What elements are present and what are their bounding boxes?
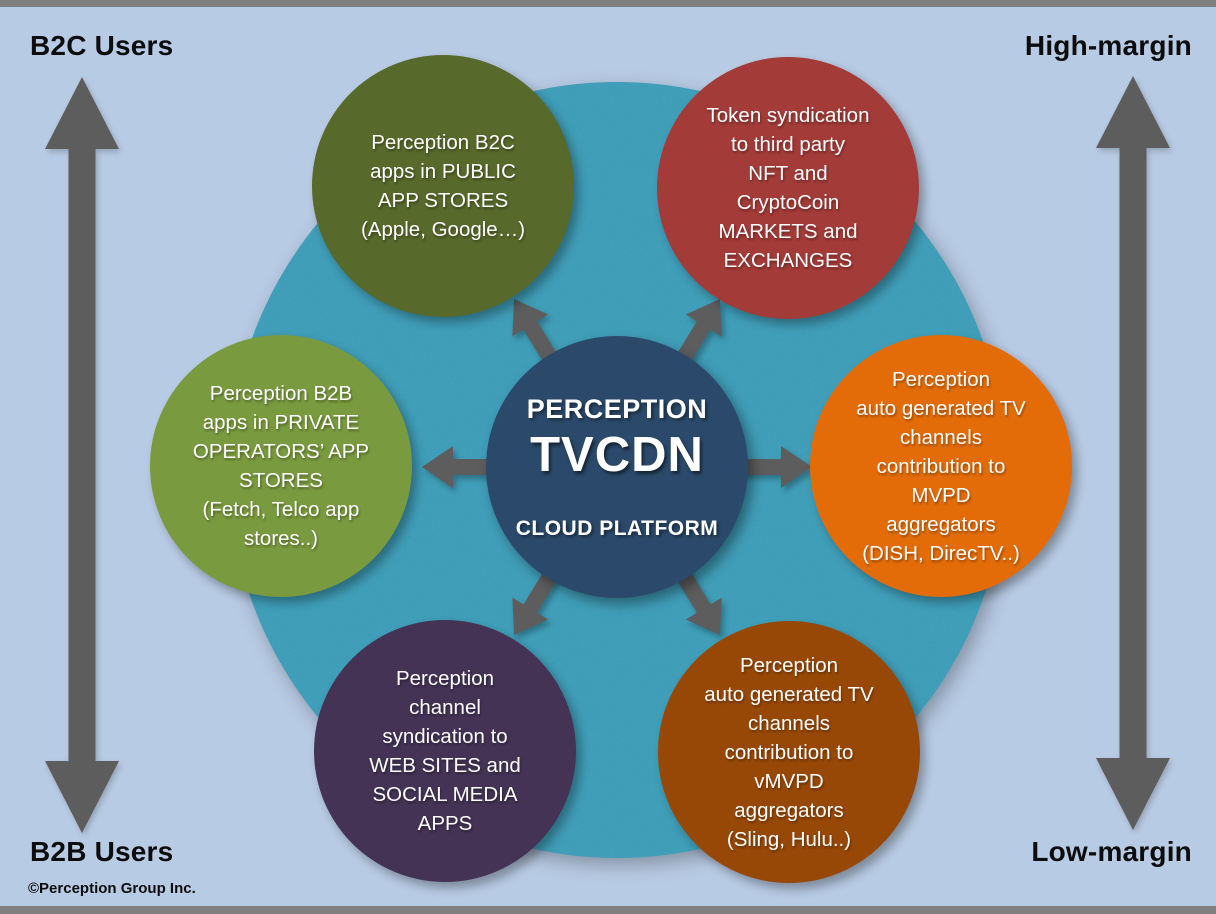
node-web-social-syndication-text: Perception channel syndication to WEB SI… <box>369 667 521 835</box>
node-token-syndication: Token syndication to third party NFT and… <box>657 57 919 319</box>
hub-cloud-platform-label: CLOUD PLATFORM <box>515 516 719 540</box>
copyright-text: ©Perception Group Inc. <box>28 880 196 897</box>
label-high-margin: High-margin <box>1024 30 1192 61</box>
node-token-syndication-text: Token syndication to third party NFT and… <box>706 104 870 272</box>
users-axis-arrow <box>45 77 119 833</box>
top-divider-bar <box>0 0 1216 7</box>
node-public-app-stores: Perception B2C apps in PUBLIC APP STORES… <box>312 55 574 317</box>
hub-tvcdn-label: TVCDN <box>530 427 704 482</box>
node-web-social-syndication: Perception channel syndication to WEB SI… <box>314 620 576 882</box>
bottom-divider-bar <box>0 906 1216 914</box>
margin-axis-arrow <box>1096 76 1170 830</box>
node-public-app-stores-text: Perception B2C apps in PUBLIC APP STORES… <box>360 131 526 241</box>
node-vmvpd-aggregators: Perception auto generated TV channels co… <box>658 621 920 883</box>
label-b2b-users: B2B Users <box>30 836 174 867</box>
node-mvpd-aggregators: Perception auto generated TV channels co… <box>810 335 1072 597</box>
label-low-margin: Low-margin <box>1031 836 1192 867</box>
hub-perception-label: PERCEPTION <box>526 393 708 424</box>
hub-tvcdn-platform: PERCEPTION TVCDN CLOUD PLATFORM <box>486 336 748 598</box>
node-private-app-stores: Perception B2B apps in PRIVATE OPERATORS… <box>150 335 412 597</box>
node-private-app-stores-text: Perception B2B apps in PRIVATE OPERATORS… <box>192 382 370 550</box>
node-mvpd-aggregators-text: Perception auto generated TV channels co… <box>856 367 1026 565</box>
label-b2c-users: B2C Users <box>30 30 174 61</box>
node-vmvpd-aggregators-text: Perception auto generated TV channels co… <box>704 653 874 851</box>
